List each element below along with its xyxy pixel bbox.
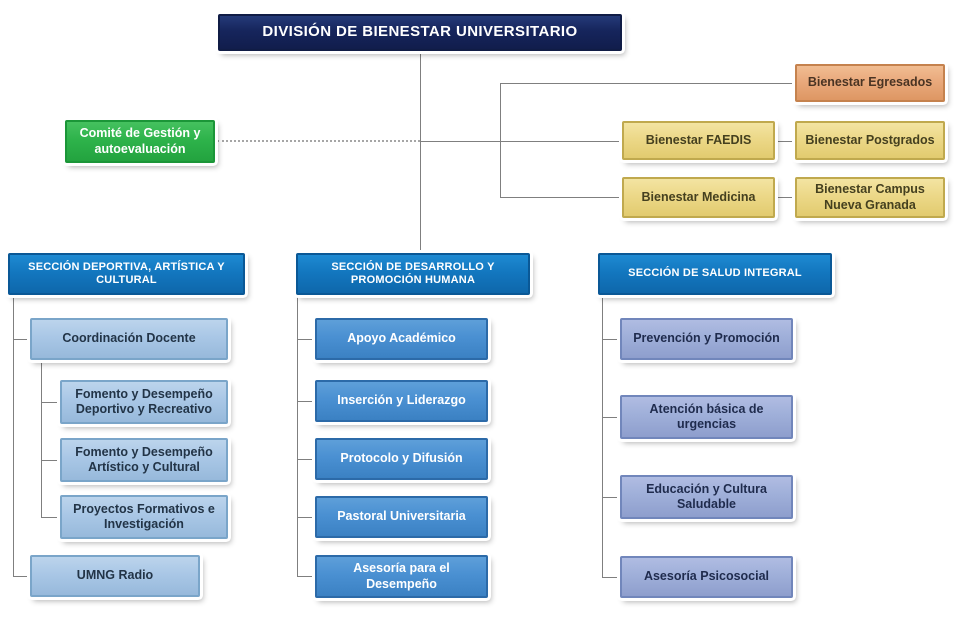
node-asesoria-desempeno: Asesoría para el Desempeño	[315, 555, 488, 598]
connector-faedis-postgrados	[775, 141, 795, 142]
connector-deportiva-vertical	[13, 295, 14, 576]
connector-prevencion	[602, 339, 620, 340]
node-bienestar-faedis: Bienestar FAEDIS	[622, 121, 775, 160]
node-asesoria-psicosocial: Asesoría Psicosocial	[620, 556, 793, 598]
connector-deportivo	[41, 402, 60, 403]
connector-coordinacion-vertical	[41, 360, 42, 517]
node-atencion-urgencias: Atención básica de urgencias	[620, 395, 793, 439]
connector-medicina	[500, 197, 622, 198]
node-bienestar-postgrados-label: Bienestar Postgrados	[805, 132, 935, 147]
node-asesoria-desempeno-label: Asesoría para el Desempeño	[353, 561, 450, 591]
connector-proyectos	[41, 517, 60, 518]
connector-affiliates-vertical	[500, 83, 501, 197]
connector-committee-dotted	[217, 140, 420, 142]
node-pastoral-universitaria-label: Pastoral Universitaria	[337, 509, 466, 524]
node-division-root: DIVISIÓN DE BIENESTAR UNIVERSITARIO	[218, 14, 622, 51]
node-division-root-label: DIVISIÓN DE BIENESTAR UNIVERSITARIO	[262, 23, 578, 41]
node-bienestar-medicina-label: Bienestar Medicina	[641, 189, 756, 204]
connector-faedis	[420, 141, 622, 142]
connector-salud-vertical	[602, 295, 603, 578]
connector-educacion	[602, 497, 620, 498]
node-coordinacion-docente: Coordinación Docente	[30, 318, 228, 360]
node-bienestar-campus: Bienestar Campus Nueva Granada	[795, 177, 945, 218]
node-educacion-cultura: Educación y Cultura Saludable	[620, 475, 793, 519]
section-deportiva-label: SECCIÓN DEPORTIVA, ARTÍSTICA Y CULTURAL	[28, 260, 225, 286]
node-atencion-urgencias-label: Atención básica de urgencias	[649, 401, 764, 431]
node-bienestar-egresados-label: Bienestar Egresados	[807, 75, 933, 90]
connector-medicina-campus	[775, 197, 795, 198]
connector-egresados	[500, 83, 795, 84]
node-fomento-deportivo: Fomento y Desempeño Deportivo y Recreati…	[60, 380, 228, 424]
section-salud-header: SECCIÓN DE SALUD INTEGRAL	[598, 253, 832, 295]
node-apoyo-academico-label: Apoyo Académico	[347, 331, 456, 346]
node-protocolo-difusion: Protocolo y Difusión	[315, 438, 488, 480]
node-umng-radio: UMNG Radio	[30, 555, 200, 597]
node-proyectos-formativos: Proyectos Formativos e Investigación	[60, 495, 228, 539]
node-coordinacion-docente-label: Coordinación Docente	[62, 331, 196, 346]
node-comite-gestion-label: Comité de Gestión y autoevaluación	[79, 126, 201, 156]
node-apoyo-academico: Apoyo Académico	[315, 318, 488, 360]
connector-asesoria	[297, 576, 315, 577]
node-protocolo-difusion-label: Protocolo y Difusión	[340, 451, 463, 466]
connector-protocolo	[297, 459, 315, 460]
node-bienestar-faedis-label: Bienestar FAEDIS	[645, 132, 752, 147]
node-asesoria-psicosocial-label: Asesoría Psicosocial	[643, 569, 770, 584]
section-desarrollo-header: SECCIÓN DE DESARROLLO Y PROMOCIÓN HUMANA	[296, 253, 530, 295]
connector-radio	[13, 576, 30, 577]
node-bienestar-egresados: Bienestar Egresados	[795, 64, 945, 102]
connector-trunk	[420, 51, 421, 253]
connector-pastoral	[297, 517, 315, 518]
node-fomento-artistico-label: Fomento y Desempeño Artístico y Cultural	[75, 444, 213, 474]
section-desarrollo-label: SECCIÓN DE DESARROLLO Y PROMOCIÓN HUMANA	[331, 260, 495, 286]
node-bienestar-medicina: Bienestar Medicina	[622, 177, 775, 218]
node-fomento-artistico: Fomento y Desempeño Artístico y Cultural	[60, 438, 228, 482]
connector-psicosocial	[602, 577, 620, 578]
node-prevencion-promocion-label: Prevención y Promoción	[633, 331, 780, 346]
section-salud-label: SECCIÓN DE SALUD INTEGRAL	[628, 267, 802, 280]
section-deportiva-header: SECCIÓN DEPORTIVA, ARTÍSTICA Y CULTURAL	[8, 253, 245, 295]
connector-atencion	[602, 417, 620, 418]
connector-insercion	[297, 401, 315, 402]
connector-desarrollo-vertical	[297, 295, 298, 576]
node-insercion-liderazgo-label: Inserción y Liderazgo	[337, 393, 466, 408]
node-bienestar-postgrados: Bienestar Postgrados	[795, 121, 945, 160]
node-umng-radio-label: UMNG Radio	[76, 568, 154, 583]
node-educacion-cultura-label: Educación y Cultura Saludable	[646, 481, 767, 511]
node-proyectos-formativos-label: Proyectos Formativos e Investigación	[73, 501, 215, 531]
connector-coordinacion	[13, 339, 30, 340]
node-bienestar-campus-label: Bienestar Campus Nueva Granada	[815, 182, 925, 212]
node-prevencion-promocion: Prevención y Promoción	[620, 318, 793, 360]
node-fomento-deportivo-label: Fomento y Desempeño Deportivo y Recreati…	[75, 386, 213, 416]
node-insercion-liderazgo: Inserción y Liderazgo	[315, 380, 488, 422]
connector-artistico	[41, 460, 60, 461]
connector-apoyo	[297, 339, 315, 340]
node-comite-gestion: Comité de Gestión y autoevaluación	[65, 120, 215, 163]
node-pastoral-universitaria: Pastoral Universitaria	[315, 496, 488, 538]
